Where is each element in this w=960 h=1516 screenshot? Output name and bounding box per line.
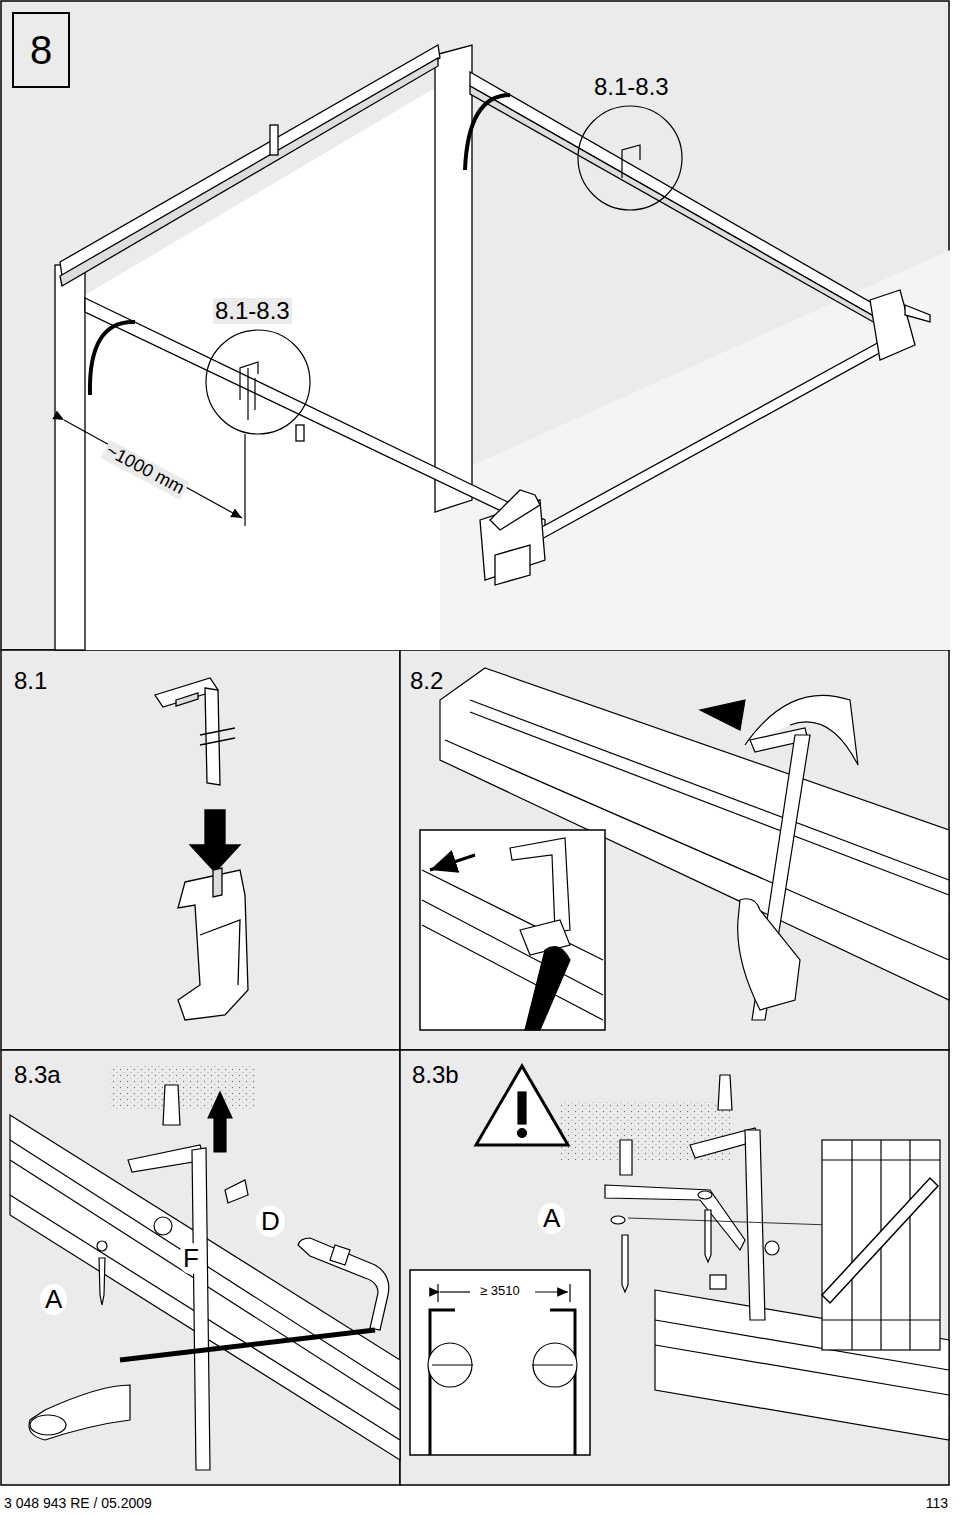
figure-number: 8.3b — [410, 1062, 461, 1088]
callout-letter: A — [40, 1284, 67, 1315]
callout-letter: F — [178, 1243, 204, 1274]
detail-reference: 8.1-8.3 — [592, 74, 671, 100]
dimension: ≥ 3510 — [478, 1284, 522, 1298]
page-number: 113 — [924, 1496, 950, 1511]
callout-letter: A — [538, 1203, 565, 1234]
callout-letter: D — [256, 1206, 285, 1237]
figure-number: 8.2 — [408, 668, 445, 694]
figure-number: 8.3a — [12, 1062, 63, 1088]
step-number: 8 — [30, 30, 52, 70]
document-number: 3 048 943 RE / 05.2009 — [2, 1496, 154, 1511]
figure-number: 8.1 — [12, 668, 49, 694]
step-number-box: 8 — [12, 12, 70, 88]
detail-reference: 8.1-8.3 — [213, 298, 292, 324]
